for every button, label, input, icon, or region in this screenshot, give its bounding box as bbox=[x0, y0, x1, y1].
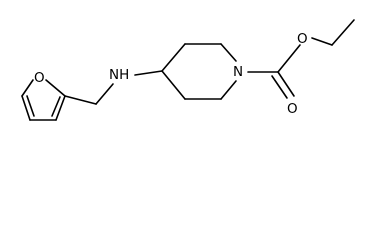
methylene-amine-linker: NH bbox=[64, 67, 163, 105]
molecular-structure-diagram: O NH N O O bbox=[21, 19, 355, 121]
bond-pip-c2-n1 bbox=[220, 43, 237, 62]
bond-furan-ch2 bbox=[64, 95, 97, 105]
bond-furan-o-c2 bbox=[45, 79, 66, 97]
bond-pip-n1-c6 bbox=[220, 80, 237, 100]
furan-ring: O bbox=[21, 70, 66, 121]
bond-carbonyl-c-o-double bbox=[271, 75, 288, 99]
bond-furan-c2-c3 bbox=[55, 95, 66, 121]
bond-carbonyl-c-ether-o bbox=[277, 44, 301, 73]
bond-furan-c4-c5-double bbox=[26, 95, 35, 117]
bond-carbonyl-c-o bbox=[277, 71, 295, 97]
piperidine-ring: N bbox=[161, 43, 243, 100]
ester-ether-oxygen-label: O bbox=[297, 31, 308, 47]
amine-nh-label: NH bbox=[109, 67, 129, 83]
bond-pip-c5-c4 bbox=[161, 70, 186, 100]
carbonyl-oxygen-label: O bbox=[287, 101, 298, 117]
bond-ether-o-ch2 bbox=[311, 37, 333, 46]
furan-oxygen-label: O bbox=[34, 70, 45, 86]
bond-ch2-nh bbox=[95, 83, 114, 105]
bond-furan-c5-o bbox=[21, 79, 34, 97]
bond-furan-c2-c3-double bbox=[51, 96, 61, 117]
piperidine-nitrogen-label: N bbox=[233, 64, 243, 80]
bond-furan-c4-c5 bbox=[21, 95, 31, 121]
ethyl-carbamate-group: O O bbox=[247, 19, 355, 117]
bond-pip-c4-c3 bbox=[161, 43, 186, 72]
bond-ch2-ch3 bbox=[331, 19, 355, 46]
bond-nh-piperidine-c4 bbox=[134, 70, 163, 76]
